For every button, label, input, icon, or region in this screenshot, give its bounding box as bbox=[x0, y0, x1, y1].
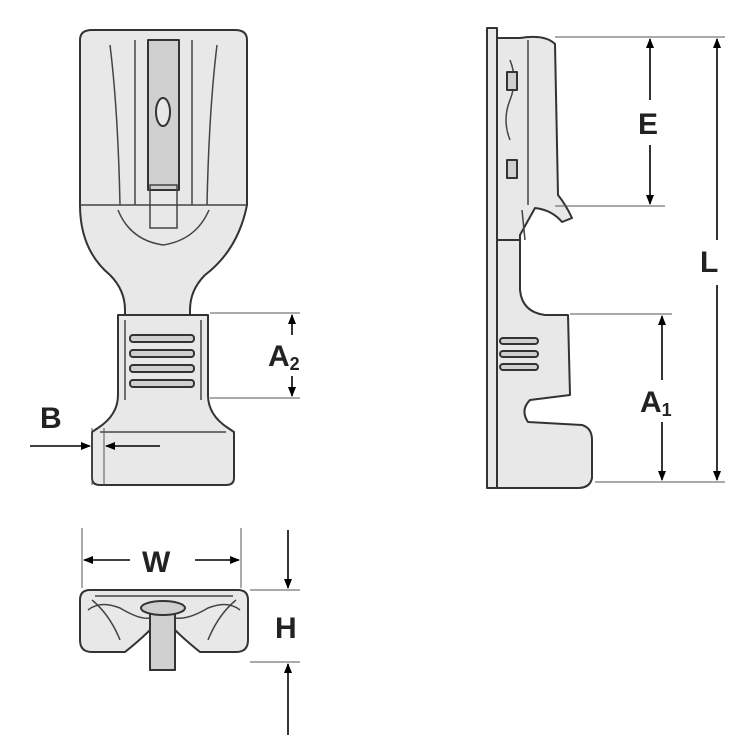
front-view bbox=[79, 29, 248, 486]
dimension-l bbox=[595, 38, 725, 483]
dimension-w bbox=[81, 528, 242, 588]
side-receptacle bbox=[496, 35, 573, 241]
label-b: B bbox=[40, 402, 62, 435]
dimension-b bbox=[30, 428, 160, 485]
label-w: W bbox=[142, 546, 171, 579]
front-crimp-barrel bbox=[91, 314, 235, 486]
dimension-a2 bbox=[210, 312, 300, 399]
front-hole bbox=[155, 97, 171, 127]
side-ribs bbox=[499, 337, 539, 371]
dimension-h bbox=[250, 530, 300, 735]
label-a2: A2 bbox=[268, 340, 300, 374]
end-center-tab bbox=[149, 611, 176, 671]
label-h: H bbox=[275, 612, 297, 645]
label-a1: A1 bbox=[640, 386, 672, 420]
end-view bbox=[79, 589, 249, 671]
label-e: E bbox=[638, 108, 658, 141]
dimension-e bbox=[555, 36, 725, 207]
label-l: L bbox=[700, 246, 718, 279]
front-ribs bbox=[129, 334, 195, 388]
side-back-plate bbox=[486, 27, 498, 489]
dimension-a1 bbox=[570, 313, 672, 481]
side-view bbox=[486, 27, 593, 489]
side-crimp bbox=[496, 239, 593, 489]
